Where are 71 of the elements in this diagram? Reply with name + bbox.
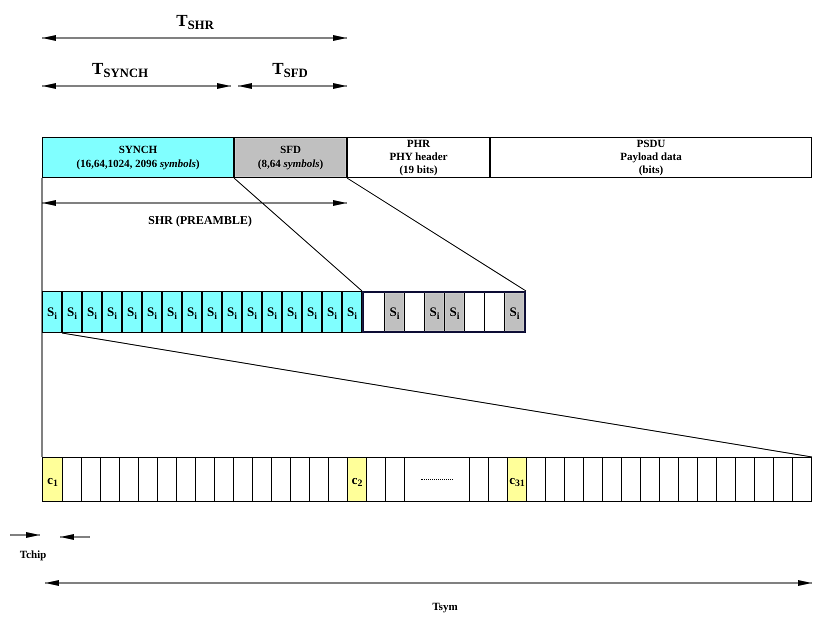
dimension-label: SHR (PREAMBLE) (148, 213, 252, 227)
field-title: SFD (280, 144, 301, 158)
symbol-cell (322, 291, 342, 333)
symbol-label: S$_{i}$ (47, 304, 57, 320)
symbol-label: S$_{i}$ (207, 304, 217, 320)
symbol-label: S$_{i}$ (287, 304, 297, 320)
field-description: (bits) (638, 164, 664, 178)
chip-cell (43, 458, 62, 501)
symbol-label: S$_{i}$ (450, 304, 460, 320)
field-title: PHR (406, 138, 430, 151)
frame-field-box (347, 137, 490, 178)
symbol-label: S$_{i}$ (247, 304, 257, 320)
chip-cell (507, 458, 526, 501)
symbol-label: S$_{i}$ (167, 304, 177, 320)
field-description: (8,64 symbols) (258, 158, 324, 171)
symbol-label: S$_{i}$ (390, 304, 400, 320)
symbol-cell (444, 293, 464, 331)
symbol-label: S$_{i}$ (347, 304, 357, 320)
field-title: PSDU (636, 138, 666, 151)
symbol-cell (122, 291, 142, 333)
field-title: SYNCH (118, 144, 158, 158)
dimension-label: T$_{SYNCH}$ (92, 59, 148, 78)
frame-field-box (490, 137, 812, 178)
symbol-cell (262, 291, 282, 333)
dimension-label: T$_{SHR}$ (176, 11, 214, 30)
symbol-label: S$_{i}$ (147, 304, 157, 320)
zoom-line (346, 178, 526, 292)
symbol-cell (242, 291, 262, 333)
symbol-cell (142, 291, 162, 333)
symbol-label: S$_{i}$ (187, 304, 197, 320)
symbol-label: S$_{i}$ (327, 304, 337, 320)
zoom-line (234, 178, 362, 292)
dimension-label: T$_{SFD}$ (272, 59, 308, 78)
symbol-label: S$_{i}$ (430, 304, 440, 320)
cell-row-box (362, 291, 526, 333)
dimension-label: Tchip (20, 549, 46, 561)
cell-row-box (42, 457, 812, 502)
field-description: (16,64,1024, 2096 symbols) (76, 158, 200, 171)
symbol-cell (62, 291, 82, 333)
symbol-label: S$_{i}$ (227, 304, 237, 320)
chip-cell (347, 458, 366, 501)
symbol-label: S$_{i}$ (267, 304, 277, 320)
symbol-label: c$_{1}$ (47, 472, 58, 488)
symbol-label: S$_{i}$ (107, 304, 117, 320)
frame-field-box (42, 137, 234, 178)
symbol-cell (384, 293, 404, 331)
symbol-cell (424, 293, 444, 331)
symbol-label: c$_{31}$ (509, 472, 525, 488)
field-description: PHY header (390, 150, 448, 164)
symbol-label: S$_{i}$ (510, 304, 520, 320)
zoom-line (62, 332, 812, 458)
symbol-cell (102, 291, 122, 333)
symbol-label: S$_{i}$ (307, 304, 317, 320)
symbol-label: S$_{i}$ (67, 304, 77, 320)
symbol-cell (222, 291, 242, 333)
symbol-label: c$_{2}$ (352, 472, 362, 488)
symbol-cell (82, 291, 102, 333)
symbol-cell (282, 291, 302, 333)
symbol-cell (302, 291, 322, 333)
symbol-cell (504, 293, 524, 331)
symbol-label: S$_{i}$ (87, 304, 97, 320)
symbol-cell (182, 291, 202, 333)
field-description: Payload data (620, 150, 682, 164)
frame-field-box (234, 137, 347, 178)
symbol-cell (162, 291, 182, 333)
field-description: (19 bits) (399, 164, 438, 178)
symbol-cell (342, 291, 362, 333)
dimension-label: Tsym (432, 601, 458, 613)
symbol-label: S$_{i}$ (127, 304, 137, 320)
symbol-cell (42, 291, 62, 333)
symbol-cell (202, 291, 222, 333)
